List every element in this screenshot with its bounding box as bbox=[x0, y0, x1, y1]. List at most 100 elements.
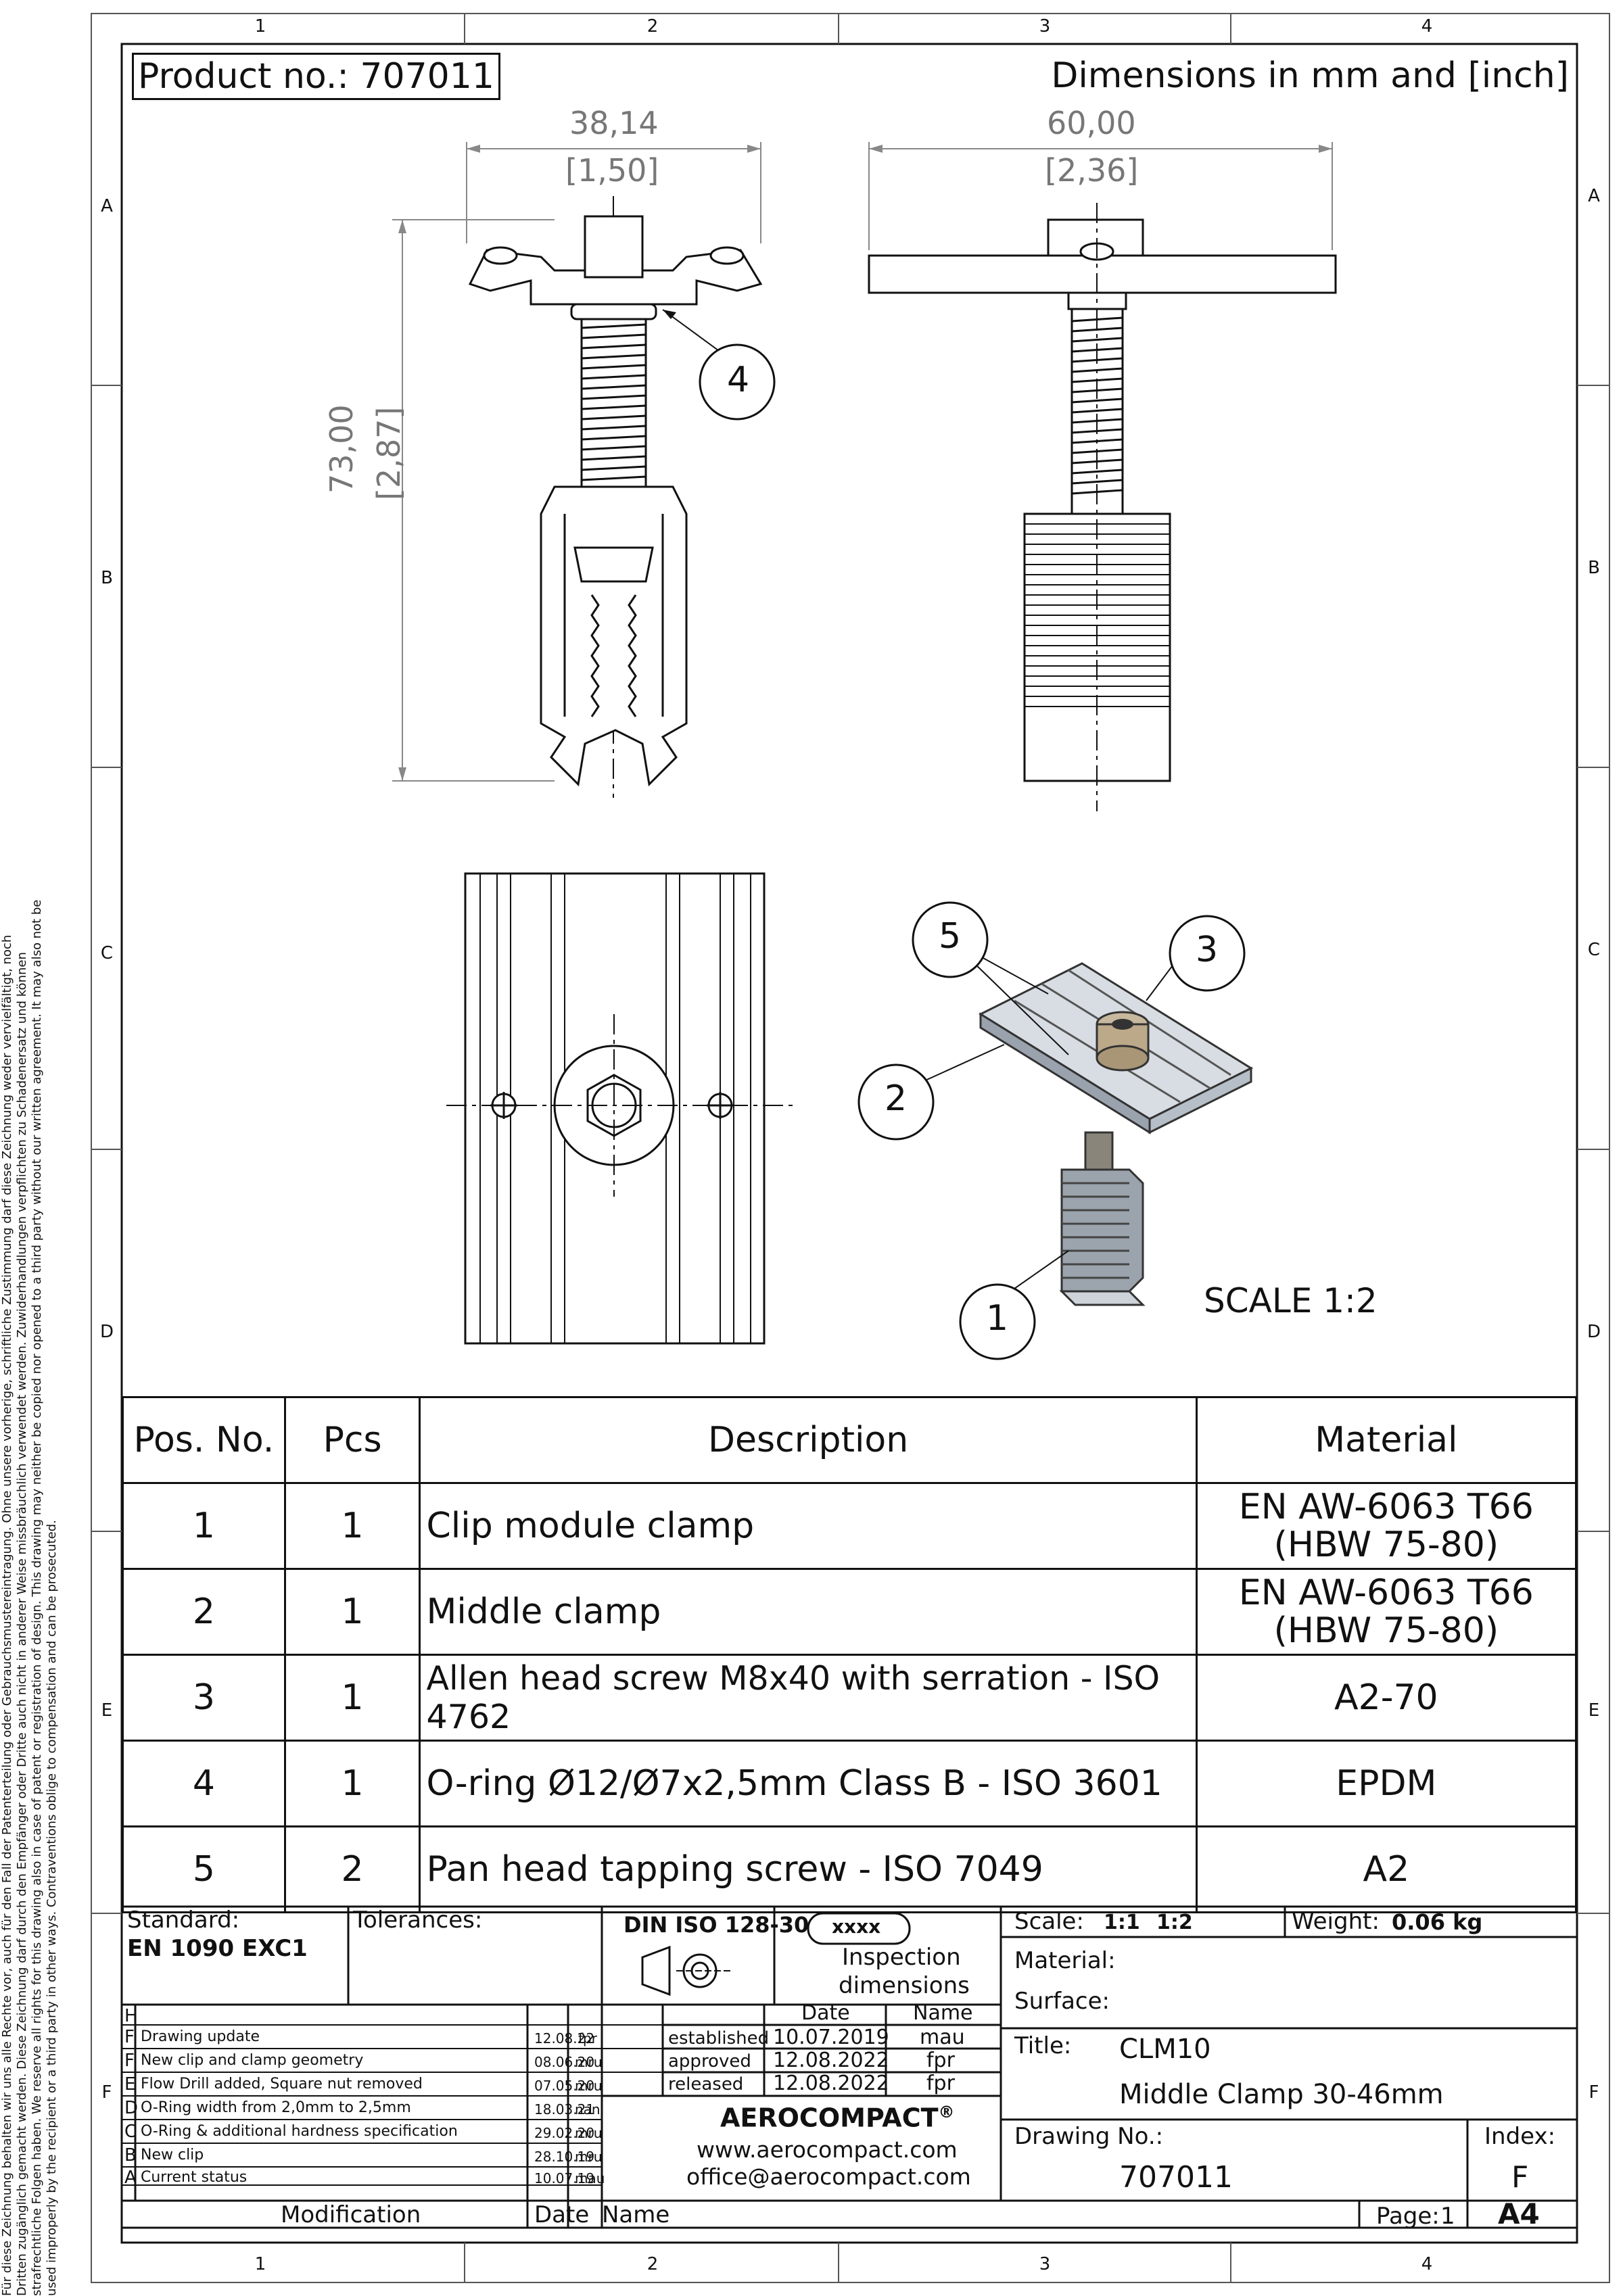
weight-label: Weight: bbox=[1292, 1908, 1380, 1935]
scale-field-label: Scale: bbox=[1014, 1908, 1084, 1935]
bom-material: EPDM bbox=[1195, 1740, 1578, 1827]
zone-col-1: 1 bbox=[254, 16, 266, 37]
zone-col-1-bottom: 1 bbox=[254, 2254, 266, 2274]
zone-row-d: D bbox=[99, 1322, 114, 1342]
weight-value: 0.06 kg bbox=[1392, 1909, 1483, 1935]
bom-material-line1: EN AW-6063 T66 bbox=[1238, 1573, 1534, 1613]
revision-letter: A bbox=[124, 2168, 137, 2188]
scale-value-1: 1:1 bbox=[1104, 1911, 1140, 1934]
zone-col-4: 4 bbox=[1421, 16, 1433, 37]
units-note: Dimensions in mm and [inch] bbox=[1051, 55, 1569, 96]
modification-date-label: Date bbox=[534, 2201, 590, 2228]
index-value: F bbox=[1511, 2160, 1529, 2195]
zone-row-e-right: E bbox=[1588, 1700, 1600, 1721]
established-date: 10.07.2019 bbox=[773, 2026, 889, 2049]
copyright-line-2: Dritten zugänglich gemacht werden. Diese… bbox=[15, 952, 29, 2296]
balloon-5 bbox=[912, 901, 989, 978]
bom-pcs: 1 bbox=[283, 1568, 421, 1656]
balloon-5-label: 5 bbox=[939, 916, 962, 957]
established-label: established bbox=[668, 2028, 770, 2049]
modification-label: Modification bbox=[281, 2201, 421, 2228]
balloon-4-label: 4 bbox=[727, 360, 750, 400]
table-row: 4 1 O-ring Ø12/Ø7x2,5mm Class B - ISO 36… bbox=[122, 1740, 1578, 1827]
company-logo: AEROCOMPACT® bbox=[720, 2103, 955, 2133]
zone-row-f-right: F bbox=[1589, 2082, 1599, 2103]
inspection-text-1: Inspection bbox=[842, 1944, 961, 1971]
top-view bbox=[446, 872, 798, 1345]
revision-date: 18.03.21 bbox=[534, 2101, 595, 2118]
dim-side-width-mm: 60,00 bbox=[1047, 105, 1136, 141]
revision-letter: E bbox=[124, 2074, 136, 2095]
drawing-no-label: Drawing No.: bbox=[1014, 2123, 1164, 2150]
balloon-1 bbox=[959, 1283, 1036, 1360]
surface-label: Surface: bbox=[1014, 1988, 1110, 2015]
revision-name: mru bbox=[575, 2149, 603, 2165]
revision-text: O-Ring & additional hardness specificati… bbox=[141, 2123, 458, 2140]
balloon-2-label: 2 bbox=[885, 1078, 908, 1119]
bom-pos: 2 bbox=[122, 1568, 286, 1656]
revision-name: mru bbox=[575, 2078, 603, 2094]
bom-header-description: Description bbox=[419, 1396, 1198, 1484]
registered-mark: ® bbox=[938, 2103, 955, 2122]
revision-letter: C bbox=[124, 2122, 137, 2142]
approved-label: approved bbox=[668, 2051, 751, 2072]
tolerances-label: Tolerances: bbox=[353, 1907, 483, 1934]
zone-col-4-bottom: 4 bbox=[1421, 2254, 1433, 2274]
balloon-3-label: 3 bbox=[1196, 930, 1219, 970]
bom-description: O-ring Ø12/Ø7x2,5mm Class B - ISO 3601 bbox=[419, 1740, 1198, 1827]
material-label: Material: bbox=[1014, 1947, 1116, 1974]
bom-material: EN AW-6063 T66(HBW 75-80) bbox=[1195, 1482, 1578, 1570]
zone-row-b-right: B bbox=[1588, 558, 1600, 578]
name-header: Name bbox=[913, 2001, 973, 2025]
released-label: released bbox=[668, 2074, 744, 2095]
sheet-size: A4 bbox=[1498, 2197, 1540, 2230]
standard-value: EN 1090 EXC1 bbox=[127, 1935, 308, 1962]
title-line-2: Middle Clamp 30-46mm bbox=[1119, 2079, 1444, 2110]
revision-text: Current status bbox=[141, 2169, 248, 2186]
revision-date: 10.07.19 bbox=[534, 2170, 595, 2186]
bom-description: Pan head tapping screw - ISO 7049 bbox=[419, 1825, 1198, 1913]
balloon-2 bbox=[857, 1063, 935, 1141]
bom-description: Allen head screw M8x40 with serration - … bbox=[419, 1654, 1198, 1742]
zone-col-2: 2 bbox=[646, 16, 659, 37]
revision-name: nan bbox=[575, 2101, 601, 2118]
bom-description: Clip module clamp bbox=[419, 1482, 1198, 1570]
revision-date: 28.10.19 bbox=[534, 2149, 595, 2165]
released-name: fpr bbox=[926, 2072, 955, 2095]
copyright-line-3: strafrechtliche Folgen haben. We reserve… bbox=[30, 899, 44, 2296]
company-email[interactable]: office@aerocompact.com bbox=[686, 2163, 971, 2190]
bom-pos: 3 bbox=[122, 1654, 286, 1742]
revision-name: mru bbox=[575, 2054, 603, 2070]
revision-letter: H bbox=[124, 2006, 138, 2026]
zone-row-c: C bbox=[100, 943, 114, 963]
revision-letter: D bbox=[124, 2098, 139, 2118]
revision-letter: F bbox=[124, 2027, 135, 2047]
approved-date: 12.08.2022 bbox=[773, 2049, 889, 2072]
revision-date: 07.05.20 bbox=[534, 2078, 595, 2094]
drawing-no-value: 707011 bbox=[1119, 2160, 1233, 2195]
balloon-1-label: 1 bbox=[986, 1298, 1009, 1339]
approved-name: fpr bbox=[926, 2049, 955, 2072]
scale-label: SCALE 1:2 bbox=[1204, 1281, 1378, 1320]
revision-name: mau bbox=[575, 2170, 605, 2186]
revision-date: 12.08.22 bbox=[534, 2030, 595, 2047]
page-label: Page: bbox=[1376, 2203, 1440, 2230]
page-value: 1 bbox=[1440, 2203, 1455, 2230]
balloon-4 bbox=[699, 343, 776, 421]
bom-material: A2 bbox=[1195, 1825, 1578, 1913]
revision-date: 29.02.20 bbox=[534, 2125, 595, 2141]
bom-header-row: Pos. No. Pcs Description Material bbox=[122, 1396, 1578, 1484]
company-website[interactable]: www.aerocompact.com bbox=[697, 2136, 958, 2163]
zone-col-2-bottom: 2 bbox=[646, 2254, 659, 2274]
bom-header-material: Material bbox=[1195, 1396, 1578, 1484]
zone-row-f: F bbox=[101, 2082, 112, 2103]
bom-pos: 1 bbox=[122, 1482, 286, 1570]
scale-value-2: 1:2 bbox=[1156, 1911, 1193, 1934]
balloon-3 bbox=[1169, 915, 1246, 992]
table-row: 3 1 Allen head screw M8x40 with serratio… bbox=[122, 1654, 1578, 1742]
revision-date: 08.06.20 bbox=[534, 2054, 595, 2070]
bom-material: A2-70 bbox=[1195, 1654, 1578, 1742]
dim-front-width-mm: 38,14 bbox=[569, 105, 659, 141]
